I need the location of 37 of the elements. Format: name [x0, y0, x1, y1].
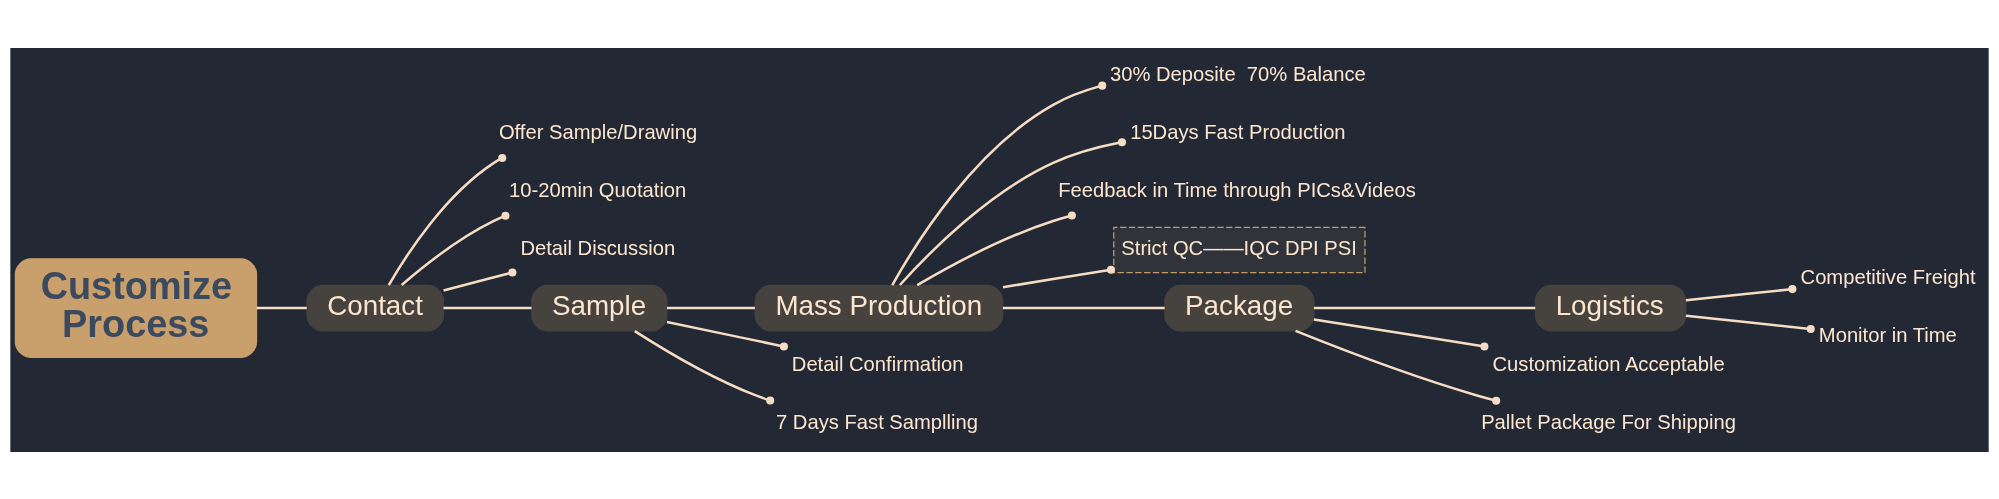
node-box: Contact: [306, 284, 444, 331]
node-text: Detail Confirmation: [791, 352, 964, 375]
connector: [1002, 265, 1116, 289]
connector: [634, 329, 775, 405]
node-text: Competitive Freight: [1800, 265, 1976, 288]
connector: [891, 81, 1107, 286]
connector: [916, 210, 1076, 286]
connector: [1313, 317, 1489, 351]
node-box: Logistics: [1534, 284, 1687, 331]
connector: [256, 306, 307, 309]
node-text: Monitor in Time: [1818, 323, 1957, 346]
connector: [666, 320, 788, 351]
node-box: Package: [1164, 284, 1315, 331]
node-box: Mass Production: [754, 284, 1004, 331]
node-box: Sample: [531, 284, 668, 331]
node-text: Customization Acceptable: [1492, 352, 1725, 375]
node-text: Offer Sample/Drawing: [498, 120, 698, 143]
connector: [666, 306, 755, 309]
node-text: 10-20min Quotation: [509, 178, 687, 201]
connector: [400, 211, 510, 286]
node-box: Strict QC——IQC DPI PSI: [1113, 226, 1366, 273]
connector: [387, 153, 507, 286]
connector: [443, 267, 517, 292]
connector: [443, 306, 532, 309]
connector: [1002, 306, 1165, 309]
node-text: Detail Discussion: [520, 236, 676, 259]
connector: [1685, 284, 1797, 302]
connector: [1295, 329, 1501, 405]
node-text: Feedback in Time through PICs&Videos: [1058, 178, 1416, 201]
node-text: 7 Days Fast Samplling: [776, 410, 979, 433]
connector: [898, 137, 1127, 286]
connector: [1685, 314, 1815, 333]
connector: [1313, 306, 1536, 309]
node-text: 15Days Fast Production: [1130, 120, 1346, 143]
node-text: Pallet Package For Shipping: [1481, 410, 1736, 433]
node-text: 30% Deposite 70% Balance: [1109, 62, 1366, 85]
node-box: Customize Process: [14, 257, 258, 358]
